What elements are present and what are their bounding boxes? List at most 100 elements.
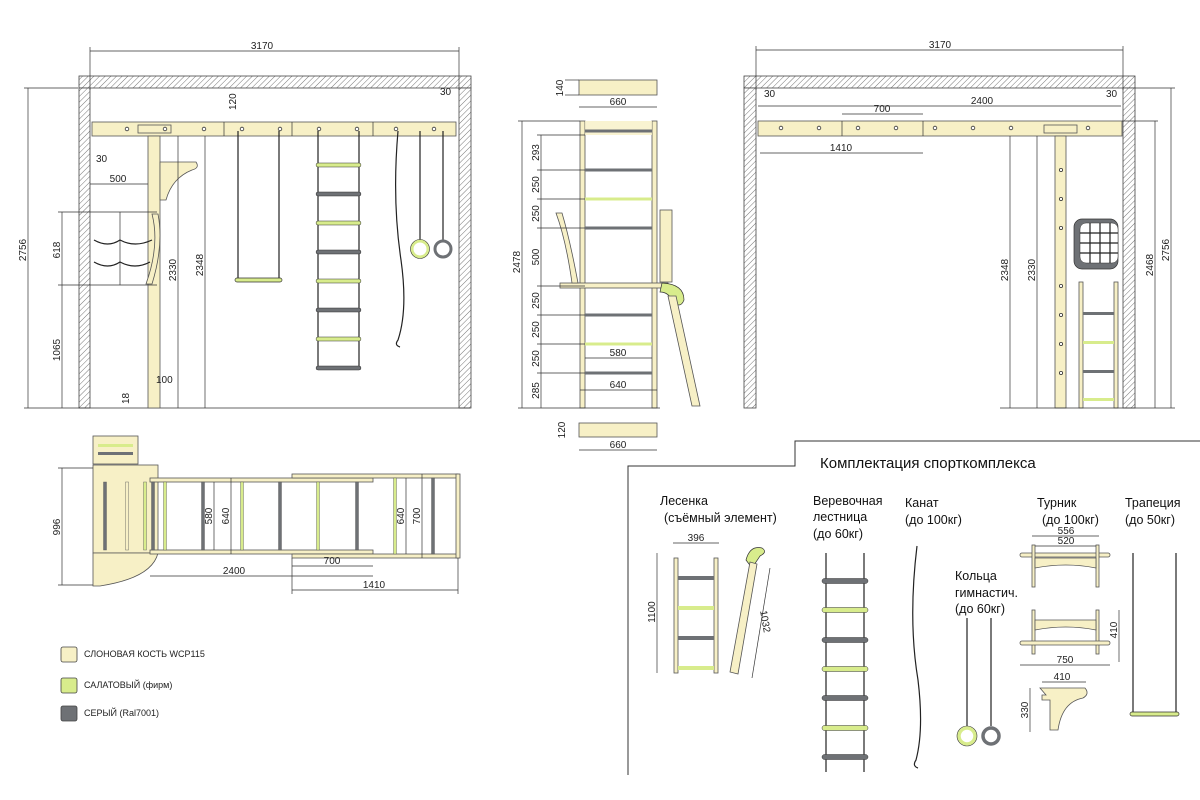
rung bbox=[103, 481, 107, 551]
net-frame bbox=[555, 212, 579, 284]
dim-inner-width: 580 bbox=[204, 507, 215, 524]
dim-net-bottom: 1065 bbox=[52, 338, 63, 361]
kit-rope-name: Канат bbox=[905, 496, 939, 510]
ext-rail-bottom bbox=[291, 553, 459, 559]
platform-quadrant bbox=[92, 552, 159, 587]
rung bbox=[821, 607, 869, 613]
dim-gap-right: 30 bbox=[1106, 89, 1118, 100]
kit-rope-ladder-name1: Веревочная bbox=[813, 494, 883, 508]
rung bbox=[316, 481, 320, 551]
dim-beam-height: 2348 bbox=[195, 253, 206, 276]
dim-outer-width: 640 bbox=[221, 507, 232, 524]
ext-rail-top bbox=[291, 473, 459, 479]
rung bbox=[585, 342, 652, 346]
dim-gap-right: 30 bbox=[440, 87, 452, 98]
dim-segment: 700 bbox=[324, 556, 341, 567]
kit-panel: Комплектация спорткомплекса Лесенка (съё… bbox=[627, 440, 1200, 775]
dim-step: 250 bbox=[531, 292, 542, 309]
dim-bracket-width: 410 bbox=[1054, 672, 1071, 683]
rung bbox=[393, 477, 397, 555]
dim-ladder-height: 1100 bbox=[647, 601, 658, 623]
beam-holes bbox=[778, 125, 1091, 131]
rung bbox=[821, 578, 869, 584]
kit-rings-note: (до 60кг) bbox=[955, 602, 1005, 616]
rung bbox=[821, 725, 869, 731]
dim-gap-left: 30 bbox=[764, 89, 776, 100]
rung bbox=[585, 197, 652, 201]
dim-bottom-thk: 120 bbox=[557, 421, 568, 438]
dim-top-width: 660 bbox=[610, 97, 627, 108]
dim-offset: 500 bbox=[110, 174, 127, 185]
right-wall bbox=[1122, 87, 1136, 409]
frame-rail-bottom bbox=[149, 549, 374, 555]
rung bbox=[431, 477, 435, 555]
top-board bbox=[578, 79, 658, 96]
legend-swatch-lime bbox=[60, 677, 78, 694]
kit-rope-note: (до 100кг) bbox=[905, 513, 962, 527]
kit-rings bbox=[956, 618, 1001, 747]
dim-beam-thk: 120 bbox=[228, 93, 239, 110]
dim-room-height: 2756 bbox=[1161, 238, 1172, 261]
rope-ladder bbox=[315, 131, 362, 371]
rung bbox=[585, 313, 652, 317]
top-ladder bbox=[92, 435, 139, 465]
dim-length: 2400 bbox=[223, 566, 246, 577]
dim-step: 293 bbox=[531, 144, 542, 161]
rung bbox=[315, 307, 362, 313]
dim-bracket-height: 330 bbox=[1020, 701, 1031, 718]
dim-step: 250 bbox=[531, 205, 542, 222]
climbing-net-box bbox=[1073, 218, 1119, 270]
rung bbox=[240, 481, 244, 551]
dim-extension: 1410 bbox=[830, 143, 853, 154]
rung bbox=[585, 129, 652, 133]
kit-rope-ladder-note: (до 60кг) bbox=[813, 527, 863, 541]
dim-inner-width: 580 bbox=[610, 348, 627, 359]
top-beam bbox=[91, 121, 457, 137]
dim-ladder-width: 396 bbox=[688, 533, 705, 544]
rung bbox=[201, 481, 205, 551]
left-wall bbox=[78, 87, 91, 409]
rung bbox=[585, 168, 652, 172]
kit-bracket bbox=[1039, 687, 1088, 731]
kit-trapeze-note: (до 50кг) bbox=[1125, 513, 1175, 527]
dim-depth: 996 bbox=[52, 518, 63, 535]
rung bbox=[315, 191, 362, 197]
attached-ladder bbox=[1078, 281, 1119, 409]
climbing-net bbox=[92, 211, 161, 286]
top-beam bbox=[757, 120, 1123, 137]
side-bracket bbox=[659, 209, 673, 283]
rung bbox=[585, 371, 652, 375]
rung bbox=[315, 336, 362, 342]
platform bbox=[559, 282, 669, 289]
dim-bar-outer: 556 bbox=[1058, 526, 1075, 537]
post-holes bbox=[1059, 167, 1064, 375]
gymnastic-rings bbox=[410, 131, 453, 259]
vertical-post bbox=[1054, 135, 1067, 409]
dim-bottom-width: 660 bbox=[610, 440, 627, 451]
rung bbox=[355, 481, 359, 551]
dim-ladder-hook: 1032 bbox=[757, 610, 772, 634]
dim-post-height: 2330 bbox=[168, 258, 179, 281]
legend-swatch-gray bbox=[60, 705, 78, 722]
climbing-rope bbox=[395, 130, 405, 348]
ladder-rail-right bbox=[651, 120, 658, 409]
dim-total-height: 2468 bbox=[1145, 253, 1156, 276]
dim-ext-inner: 640 bbox=[396, 507, 407, 524]
post-bracket bbox=[1043, 124, 1078, 134]
rung bbox=[585, 226, 652, 230]
front-elevation: 3170 2756 120 30 30 500 618 1065 bbox=[18, 41, 472, 409]
rung bbox=[151, 481, 155, 551]
dim-bar-inner: 520 bbox=[1058, 536, 1075, 547]
dim-bar-height: 410 bbox=[1109, 621, 1120, 638]
frame-rail-top bbox=[149, 477, 374, 483]
kit-ladder-note: (съёмный элемент) bbox=[664, 511, 777, 525]
dim-top-thk: 140 bbox=[555, 79, 566, 96]
dim-step: 500 bbox=[531, 248, 542, 265]
dim-gap-left: 30 bbox=[96, 154, 108, 165]
dim-outer-width: 640 bbox=[610, 380, 627, 391]
dim-side-total: 2478 bbox=[512, 250, 523, 273]
rung bbox=[821, 666, 869, 672]
rung bbox=[163, 481, 167, 551]
